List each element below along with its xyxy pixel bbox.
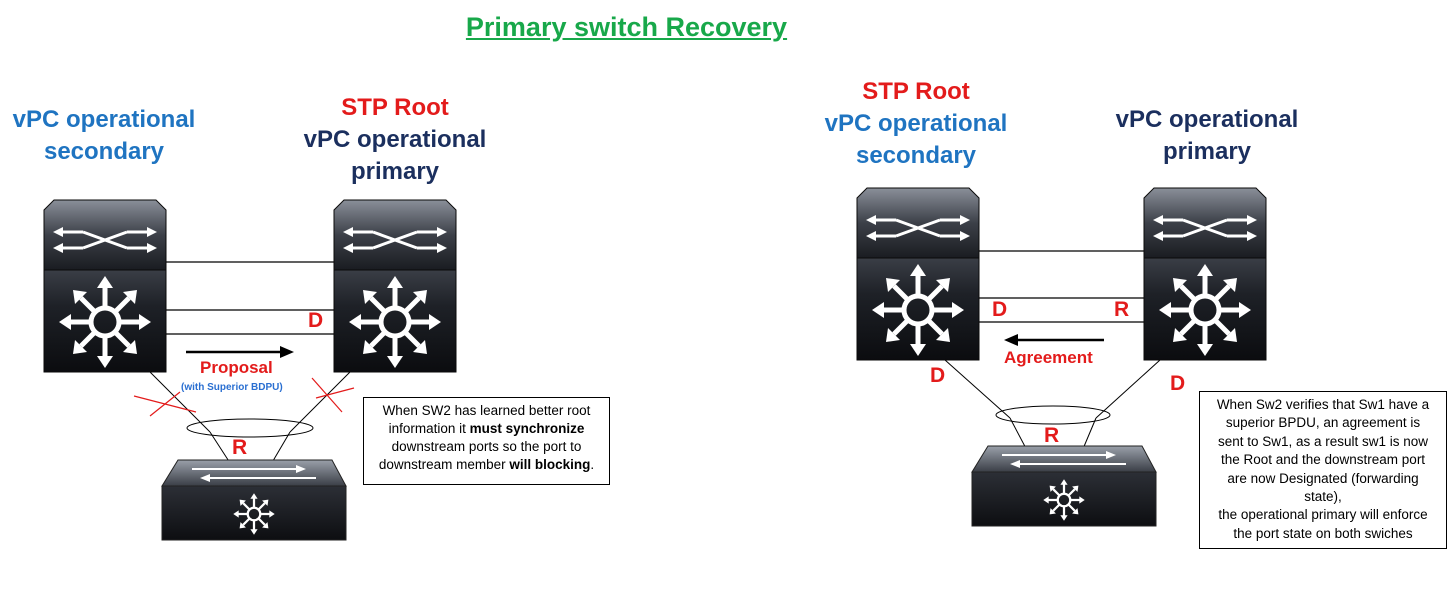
right-port-root-access: R [1044,424,1060,447]
right-secondary-label: STP Root vPC operational secondary [816,76,1016,172]
left-note-box: When SW2 has learned better root informa… [363,397,610,485]
proposal-sublabel: (with Superior BDPU) [181,382,283,393]
right-note-box: When Sw2 verifies that Sw1 have a superi… [1199,391,1447,549]
page-title: Primary switch Recovery [465,12,788,42]
right-switch-primary [1144,188,1266,360]
left-stp-root: STP Root [341,94,449,121]
left-switch-primary [334,200,456,372]
right-stp-root: STP Root [862,78,970,105]
left-downlink-2 [289,371,351,433]
left-primary-label: STP Root vPC operational primary [295,92,495,188]
left-blocked-x-1 [133,391,197,417]
proposal-arrow [186,346,294,358]
right-primary-label: vPC operational primary [1115,106,1299,165]
right-port-designated-down-left: D [930,364,946,387]
left-blocked-x-2 [311,377,355,413]
agreement-label: Agreement [1004,348,1093,367]
left-switch-secondary [44,200,166,372]
right-port-root-link: R [1114,298,1130,321]
right-downlink-2 [1095,359,1161,419]
right-access-switch [972,446,1156,526]
left-access-switch [162,460,346,540]
right-port-channel-ellipse [995,405,1111,425]
right-downlink-1 [944,359,1011,419]
left-port-channel-ellipse [186,418,314,438]
right-port-designated-down-right: D [1170,372,1186,395]
agreement-arrow [1004,334,1104,346]
left-port-designated: D [308,309,324,332]
right-port-designated-link: D [992,298,1008,321]
left-port-root: R [232,436,248,459]
proposal-label: Proposal [200,358,273,377]
left-secondary-label: vPC operational secondary [12,106,196,165]
left-downlink-1 [149,371,211,433]
right-switch-secondary [857,188,979,360]
